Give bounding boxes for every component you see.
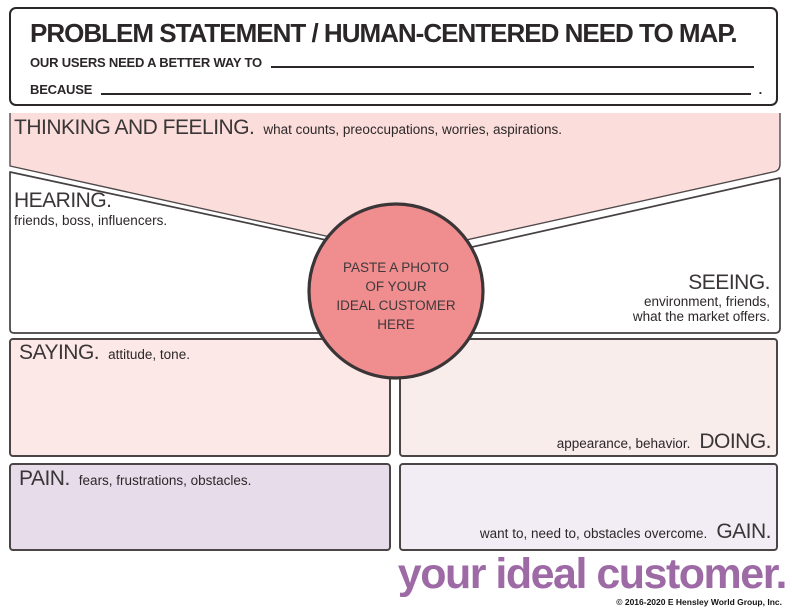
gain-title: GAIN. bbox=[716, 520, 771, 543]
saying-subtitle: attitude, tone. bbox=[108, 347, 190, 362]
page-title: PROBLEM STATEMENT / HUMAN-CENTERED NEED … bbox=[30, 18, 738, 48]
seeing-heading: SEEING. environment, friends, what the m… bbox=[632, 271, 771, 324]
pain-title: PAIN. bbox=[19, 467, 70, 490]
circle-line-4: HERE bbox=[377, 317, 415, 332]
gain-subtitle: want to, need to, obstacles overcome. bbox=[479, 526, 708, 541]
because-blank[interactable] bbox=[101, 81, 751, 95]
thinking-feeling-subtitle: what counts, preoccupations, worries, as… bbox=[263, 122, 563, 137]
because-line: BECAUSE . bbox=[30, 80, 762, 97]
saying-heading: SAYING. attitude, tone. bbox=[19, 341, 190, 364]
users-need-line: OUR USERS NEED A BETTER WAY TO bbox=[30, 53, 762, 70]
circle-line-3: IDEAL CUSTOMER bbox=[336, 298, 456, 313]
photo-placeholder-text: PASTE A PHOTO OF YOUR IDEAL CUSTOMER HER… bbox=[316, 258, 476, 334]
doing-title: DOING. bbox=[699, 430, 771, 453]
seeing-title: SEEING. bbox=[688, 271, 770, 294]
doing-subtitle: appearance, behavior. bbox=[556, 436, 691, 451]
users-need-blank[interactable] bbox=[270, 54, 754, 68]
because-label: BECAUSE bbox=[30, 82, 93, 97]
circle-line-1: PASTE A PHOTO bbox=[342, 260, 450, 275]
seeing-subtitle-line1: environment, friends, bbox=[643, 294, 770, 309]
hearing-title: HEARING. bbox=[14, 189, 112, 212]
seeing-subtitle-line2: what the market offers. bbox=[632, 309, 770, 324]
hearing-heading: HEARING. friends, boss, influencers. bbox=[14, 189, 167, 228]
pain-heading: PAIN. fears, frustrations, obstacles. bbox=[19, 467, 251, 490]
copyright-notice: © 2016-2020 E Hensley World Group, Inc. bbox=[616, 597, 782, 607]
circle-line-2: OF YOUR bbox=[365, 279, 427, 294]
users-need-label: OUR USERS NEED A BETTER WAY TO bbox=[30, 55, 262, 70]
thinking-feeling-heading: THINKING AND FEELING. what counts, preoc… bbox=[14, 116, 562, 139]
pain-box[interactable] bbox=[9, 463, 391, 551]
because-period: . bbox=[758, 82, 763, 97]
tagline: your ideal customer. bbox=[397, 550, 788, 598]
gain-box[interactable] bbox=[399, 463, 778, 551]
hearing-subtitle: friends, boss, influencers. bbox=[14, 213, 168, 228]
doing-heading: appearance, behavior. DOING. bbox=[556, 430, 772, 453]
thinking-feeling-title: THINKING AND FEELING. bbox=[14, 116, 255, 139]
problem-statement-box: PROBLEM STATEMENT / HUMAN-CENTERED NEED … bbox=[9, 7, 778, 106]
gain-heading: want to, need to, obstacles overcome. GA… bbox=[479, 520, 772, 543]
pain-subtitle: fears, frustrations, obstacles. bbox=[78, 473, 252, 488]
saying-title: SAYING. bbox=[19, 341, 100, 364]
